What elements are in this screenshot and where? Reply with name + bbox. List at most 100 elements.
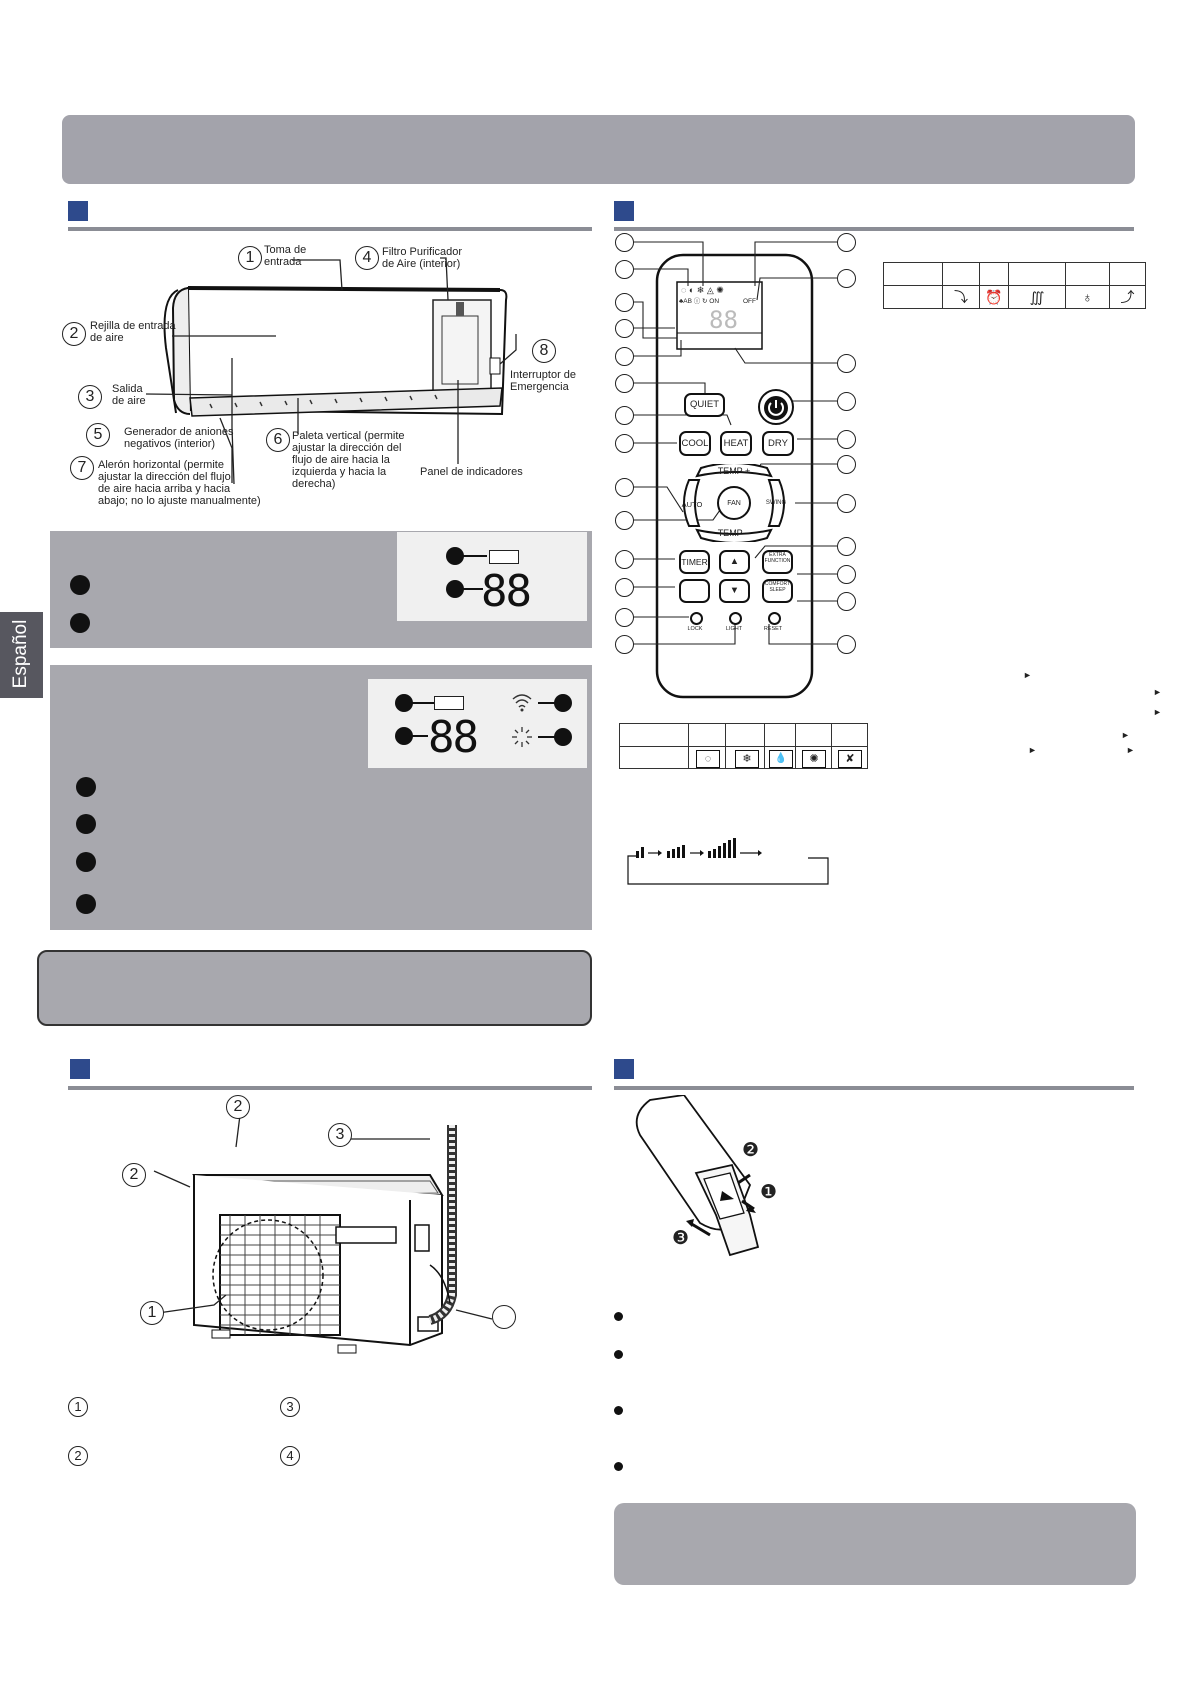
outdoor-legend-4: 4 xyxy=(280,1446,300,1466)
bullet-dot xyxy=(76,894,96,914)
callout-1-label: Toma de entrada xyxy=(264,244,307,268)
callout-3-badge: 3 xyxy=(78,385,102,409)
outdoor-callout-2-top: 2 xyxy=(226,1095,250,1119)
table-cell xyxy=(1065,262,1110,286)
auto-button[interactable]: AUTO xyxy=(681,500,703,509)
callout-circle xyxy=(615,478,634,497)
callout-circle xyxy=(837,565,856,584)
callout-7-label: Alerón horizontal (permite ajustar la di… xyxy=(98,459,261,507)
arrow-marker: ► xyxy=(1126,745,1135,755)
arrow-marker: ► xyxy=(1153,687,1162,697)
lcd-temperature-digits: 88 xyxy=(709,306,738,334)
blank-button[interactable] xyxy=(679,579,710,603)
callout-5-badge: 5 xyxy=(86,423,110,447)
down-arrow-button[interactable]: ▼ xyxy=(719,579,750,603)
bullet-dot xyxy=(70,575,90,595)
outdoor-callout-2-side: 2 xyxy=(122,1163,146,1187)
callout-circle xyxy=(615,434,634,453)
section-marker-remote xyxy=(614,201,634,221)
display-illustration-a: 88 xyxy=(397,532,587,621)
table-cell xyxy=(942,262,980,286)
outdoor-legend-2: 2 xyxy=(68,1446,88,1466)
callout-circle xyxy=(837,455,856,474)
arrow-marker: ► xyxy=(1121,730,1130,740)
outdoor-callout-3: 3 xyxy=(328,1123,352,1147)
callout-circle xyxy=(837,269,856,288)
callout-8-badge: 8 xyxy=(532,339,556,363)
swing-button[interactable]: SWING xyxy=(765,500,787,506)
bullet-point xyxy=(614,1350,623,1359)
bullet-point xyxy=(614,1462,623,1471)
callout-4-badge: 4 xyxy=(355,246,379,270)
section-marker-battery xyxy=(614,1059,634,1079)
step-1-marker: ❶ xyxy=(760,1182,778,1203)
up-arrow-button[interactable]: ▲ xyxy=(719,550,750,574)
light-label: LIGHT xyxy=(725,626,743,632)
callout-circle xyxy=(837,430,856,449)
callout-circle xyxy=(837,354,856,373)
table-cell: ⤴ xyxy=(1109,285,1146,309)
seven-seg-display: 88 xyxy=(428,712,479,763)
lock-label: LOCK xyxy=(687,626,703,632)
callout-8-label: Interruptor de Emergencia xyxy=(510,369,577,393)
heat-button[interactable]: HEAT xyxy=(720,431,752,456)
display-callout-dot xyxy=(554,694,572,712)
callout-circle xyxy=(837,233,856,252)
callout-2-label: Rejilla de entrada de aire xyxy=(90,320,176,344)
section-marker-outdoor xyxy=(70,1059,90,1079)
display-callout-dot xyxy=(395,694,413,712)
section-rule-remote xyxy=(614,227,1134,231)
battery-drawing xyxy=(635,1094,760,1257)
bullet-dot xyxy=(76,852,96,872)
callout-circle xyxy=(615,293,634,312)
sun-icon xyxy=(512,727,532,747)
table-cell xyxy=(725,723,765,747)
temp-plus-button[interactable]: TEMP + xyxy=(717,466,751,476)
light-button[interactable] xyxy=(729,612,742,625)
lcd-row-mode-icons: ◌ ◐ ❄ ◬ ✺ xyxy=(681,285,724,295)
heat-mode-icon: ✺ xyxy=(802,750,826,768)
callout-circle xyxy=(837,392,856,411)
table-cell xyxy=(831,746,868,769)
dry-button[interactable]: DRY xyxy=(762,431,794,456)
outdoor-legend-3: 3 xyxy=(280,1397,300,1417)
reset-button[interactable] xyxy=(768,612,781,625)
table-cell xyxy=(688,723,726,747)
comfort-sleep-button[interactable]: COMFORT SLEEP xyxy=(762,579,793,603)
power-button[interactable] xyxy=(758,389,794,425)
connector-line xyxy=(538,736,556,738)
seven-seg-display: 88 xyxy=(481,566,532,617)
section-rule-outdoor xyxy=(68,1086,592,1090)
quiet-button[interactable]: QUIET xyxy=(684,393,725,417)
connector-line xyxy=(463,555,487,557)
lock-button[interactable] xyxy=(690,612,703,625)
connector-line xyxy=(538,702,556,704)
table-cell xyxy=(619,723,689,747)
indicator-panel-b: 88 xyxy=(50,665,592,930)
outdoor-callout-4-empty xyxy=(492,1305,516,1329)
extra-function-button[interactable]: EXTRA FUNCTION xyxy=(762,550,793,574)
arrow-marker: ► xyxy=(1153,707,1162,717)
callout-6-label: Paleta vertical (permite ajustar la dire… xyxy=(292,430,405,490)
callout-1-badge: 1 xyxy=(238,246,262,270)
outdoor-callout-1: 1 xyxy=(140,1301,164,1325)
table-cell xyxy=(764,723,796,747)
reset-label: RESET xyxy=(763,626,783,632)
callout-4-label: Filtro Purificador de Aire (interior) xyxy=(382,246,463,270)
language-tab-label: Español xyxy=(10,619,31,689)
callout-circle xyxy=(615,578,634,597)
callout-circle xyxy=(615,608,634,627)
arrow-marker: ► xyxy=(1023,670,1032,680)
table-cell xyxy=(795,723,832,747)
cool-button[interactable]: COOL xyxy=(679,431,711,456)
callout-6-badge: 6 xyxy=(266,428,290,452)
table-cell xyxy=(883,285,943,309)
temp-minus-button[interactable]: TEMP − xyxy=(717,528,751,538)
language-tab[interactable]: Español xyxy=(0,612,43,698)
callout-circle xyxy=(615,550,634,569)
fan-button[interactable]: FAN xyxy=(727,500,741,507)
timer-button[interactable]: TIMER xyxy=(679,550,710,574)
battery-note-box xyxy=(614,1503,1136,1585)
callout-5-label: Generador de aniones negativos (interior… xyxy=(124,426,234,450)
battery-cover-diagram: ❷ ❶ ❸ xyxy=(630,1094,810,1260)
